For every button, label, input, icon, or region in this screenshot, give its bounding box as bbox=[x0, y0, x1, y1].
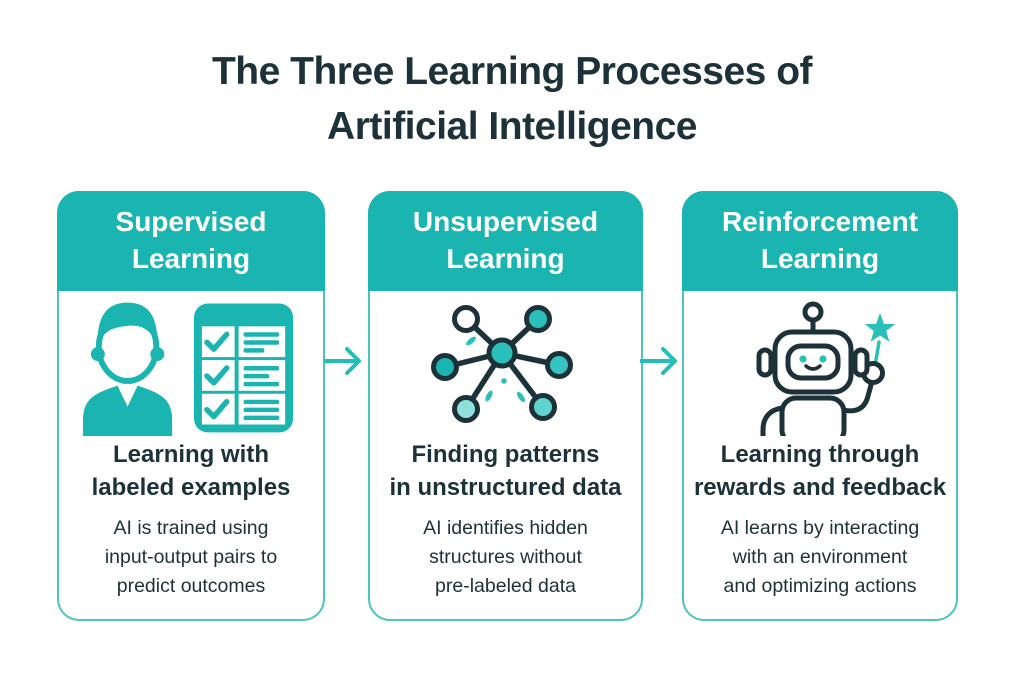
card-reinforcement-heading: Learning through rewards and feedback bbox=[693, 441, 947, 502]
card-supervised-heading: Learning with labeled examples bbox=[91, 441, 291, 502]
card-reinforcement-learning: Reinforcement Learning bbox=[682, 191, 958, 621]
card-reinforcement-header: Reinforcement Learning bbox=[682, 191, 958, 291]
card-supervised-header: Supervised Learning bbox=[57, 191, 325, 291]
card-unsupervised-heading: Finding patterns in unstructured data bbox=[389, 441, 622, 502]
card-supervised-learning: Supervised Learning bbox=[57, 191, 325, 621]
card-unsupervised-header: Unsupervised Learning bbox=[368, 191, 643, 291]
page-title: The Three Learning Processes of Artifici… bbox=[211, 50, 813, 149]
right-arrow-icon bbox=[323, 340, 368, 382]
card-unsupervised-learning: Unsupervised Learning bbox=[368, 191, 643, 621]
robot-star-icon bbox=[684, 291, 956, 436]
card-unsupervised-description: AI identifies hidden structures without … bbox=[423, 517, 588, 597]
card-supervised-description: AI is trained using input-output pairs t… bbox=[104, 517, 278, 597]
card-reinforcement-description: AI learns by interacting with an environ… bbox=[720, 517, 920, 597]
right-arrow-icon bbox=[639, 340, 684, 382]
network-nodes-icon bbox=[370, 291, 641, 436]
person-checklist-icon bbox=[59, 291, 323, 436]
